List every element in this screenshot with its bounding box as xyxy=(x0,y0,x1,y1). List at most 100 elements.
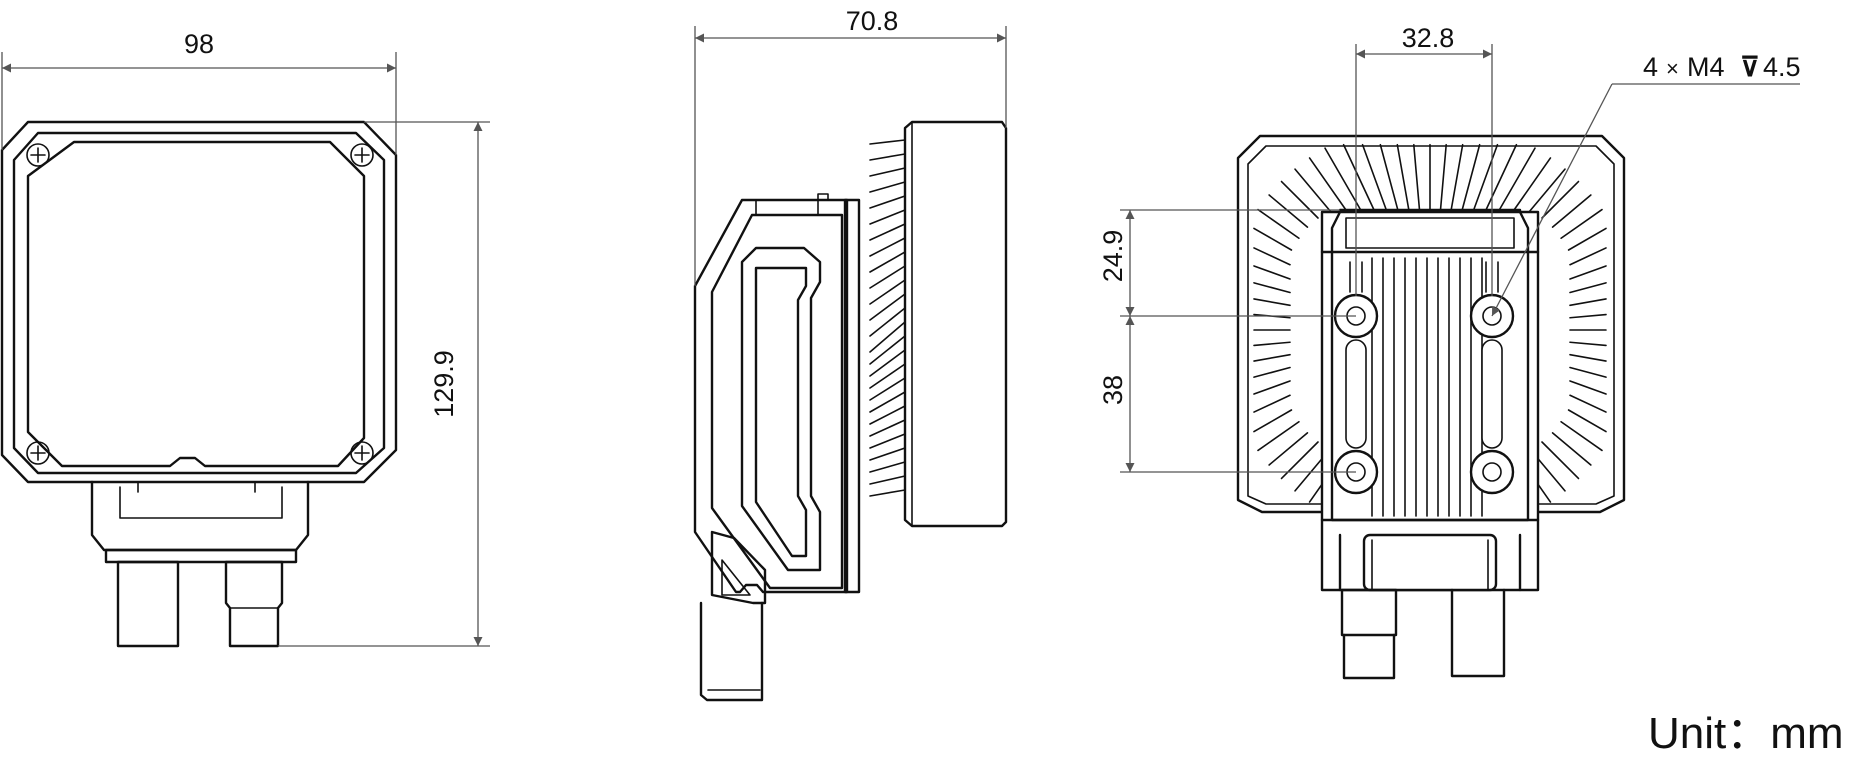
rear-connector-right xyxy=(1450,588,1506,678)
heatsink-fin xyxy=(1448,143,1464,219)
heatsink-fin xyxy=(1567,227,1607,251)
front-height-label: 129.9 xyxy=(429,350,459,418)
front-view xyxy=(0,120,398,648)
heatsink-fin xyxy=(1253,247,1291,266)
side-depth-label: 70.8 xyxy=(846,6,899,36)
side-fin xyxy=(869,447,906,461)
times-sign-label: × xyxy=(1666,56,1679,81)
rear-connector-area xyxy=(1320,518,1540,680)
heatsink-fin xyxy=(1541,441,1580,480)
bracket-base xyxy=(104,548,298,564)
hole-count-label: 4 xyxy=(1643,52,1658,82)
heatsink-fin xyxy=(1569,313,1607,319)
thread-depth-label: 4.5 xyxy=(1763,52,1801,82)
heatsink-fin xyxy=(1253,341,1291,347)
heatsink-fin xyxy=(1551,194,1592,228)
heatsink-fin xyxy=(1361,143,1391,219)
heatsink-fin xyxy=(1253,394,1291,413)
rear-heatsink-inner xyxy=(1247,145,1615,505)
heatsink-fin xyxy=(1253,366,1291,378)
side-fin xyxy=(869,405,906,425)
rear-heatsink-outline xyxy=(1236,134,1626,514)
side-fin xyxy=(869,391,906,413)
connector-left xyxy=(116,560,180,648)
thread-size-label: M4 xyxy=(1687,52,1725,82)
front-housing-inner xyxy=(12,131,386,475)
depth-symbol-icon: ⊽ xyxy=(1740,52,1760,82)
side-fin xyxy=(869,223,906,241)
side-fin xyxy=(869,167,906,177)
heatsink-fin xyxy=(1396,143,1412,219)
rear-view xyxy=(1236,134,1626,514)
rear-hole-spacing-dimension: 32.8 xyxy=(1355,23,1493,296)
side-heatsink-fins xyxy=(869,139,906,497)
heatsink-fin xyxy=(1253,227,1293,251)
side-depth-dimension: 70.8 xyxy=(694,6,1007,286)
side-fin xyxy=(869,461,906,473)
front-width-dimension: 98 xyxy=(1,29,397,155)
rear-top-slot xyxy=(1345,217,1515,249)
heatsink-fin xyxy=(1569,341,1607,347)
side-fin xyxy=(869,321,906,353)
heatsink-fin xyxy=(1268,432,1309,466)
side-fin xyxy=(869,139,906,145)
side-fin xyxy=(869,209,906,225)
side-fin xyxy=(869,307,906,337)
side-fin xyxy=(869,489,906,497)
side-fin xyxy=(869,433,906,449)
heatsink-fin xyxy=(1280,441,1319,480)
front-width-label: 98 xyxy=(184,29,214,59)
heatsink-fin xyxy=(1569,353,1607,362)
heatsink-fin xyxy=(1294,168,1337,219)
rear-hole-callout: 4 × M4 ⊽ 4.5 xyxy=(1491,52,1801,317)
heatsink-fin xyxy=(1569,394,1607,413)
front-housing-outline xyxy=(0,120,398,484)
heatsink-fin xyxy=(1324,147,1367,219)
heatsink-fin xyxy=(1253,353,1291,362)
heatsink-fin xyxy=(1481,143,1518,219)
rear-vertical-spacing-label: 38 xyxy=(1098,375,1128,405)
heatsink-fin xyxy=(1257,420,1300,452)
heatsink-fin xyxy=(1253,298,1291,307)
rear-connector-left xyxy=(1342,633,1396,680)
side-view xyxy=(693,120,1008,702)
side-cable-gland xyxy=(710,530,767,605)
side-fin xyxy=(869,475,906,485)
side-cable xyxy=(699,601,764,702)
side-fin xyxy=(869,349,906,377)
heatsink-fin xyxy=(1412,143,1422,219)
heatsink-fin xyxy=(1551,432,1592,466)
heatsink-fin xyxy=(1469,143,1499,219)
side-fin xyxy=(869,237,906,257)
side-fin xyxy=(869,335,906,365)
unit-label: Unit：mm xyxy=(1648,709,1844,758)
side-handle-inner xyxy=(754,266,808,558)
heatsink-fin xyxy=(1523,168,1566,219)
heatsink-fin xyxy=(1253,265,1291,280)
heatsink-fin xyxy=(1569,282,1607,294)
side-fin xyxy=(869,293,906,321)
rear-upper-offset-label: 24.9 xyxy=(1098,230,1128,283)
heatsink-fin xyxy=(1459,143,1481,219)
side-fin xyxy=(869,419,906,437)
heatsink-fin xyxy=(1253,409,1293,433)
heatsink-fin xyxy=(1308,157,1353,219)
side-fin xyxy=(869,265,906,289)
side-heatsink-plate xyxy=(903,120,1008,528)
side-handle-recess xyxy=(740,246,822,572)
rear-hole-spacing-label: 32.8 xyxy=(1402,23,1455,53)
heatsink-fin xyxy=(1342,143,1379,219)
heatsink-fin xyxy=(1569,298,1607,307)
front-window xyxy=(26,140,366,468)
screw-icon xyxy=(26,143,374,465)
side-mount-plate xyxy=(843,198,861,594)
heatsink-fin xyxy=(1569,265,1607,280)
connector-right xyxy=(224,560,284,648)
rear-mount-holes xyxy=(1333,261,1515,495)
heatsink-fin xyxy=(1567,409,1607,433)
heatsink-fin xyxy=(1280,180,1319,219)
heatsink-fin xyxy=(1379,143,1401,219)
heatsink-fin xyxy=(1569,380,1607,395)
front-height-dimension: 129.9 xyxy=(278,121,490,647)
side-fin xyxy=(869,181,906,193)
